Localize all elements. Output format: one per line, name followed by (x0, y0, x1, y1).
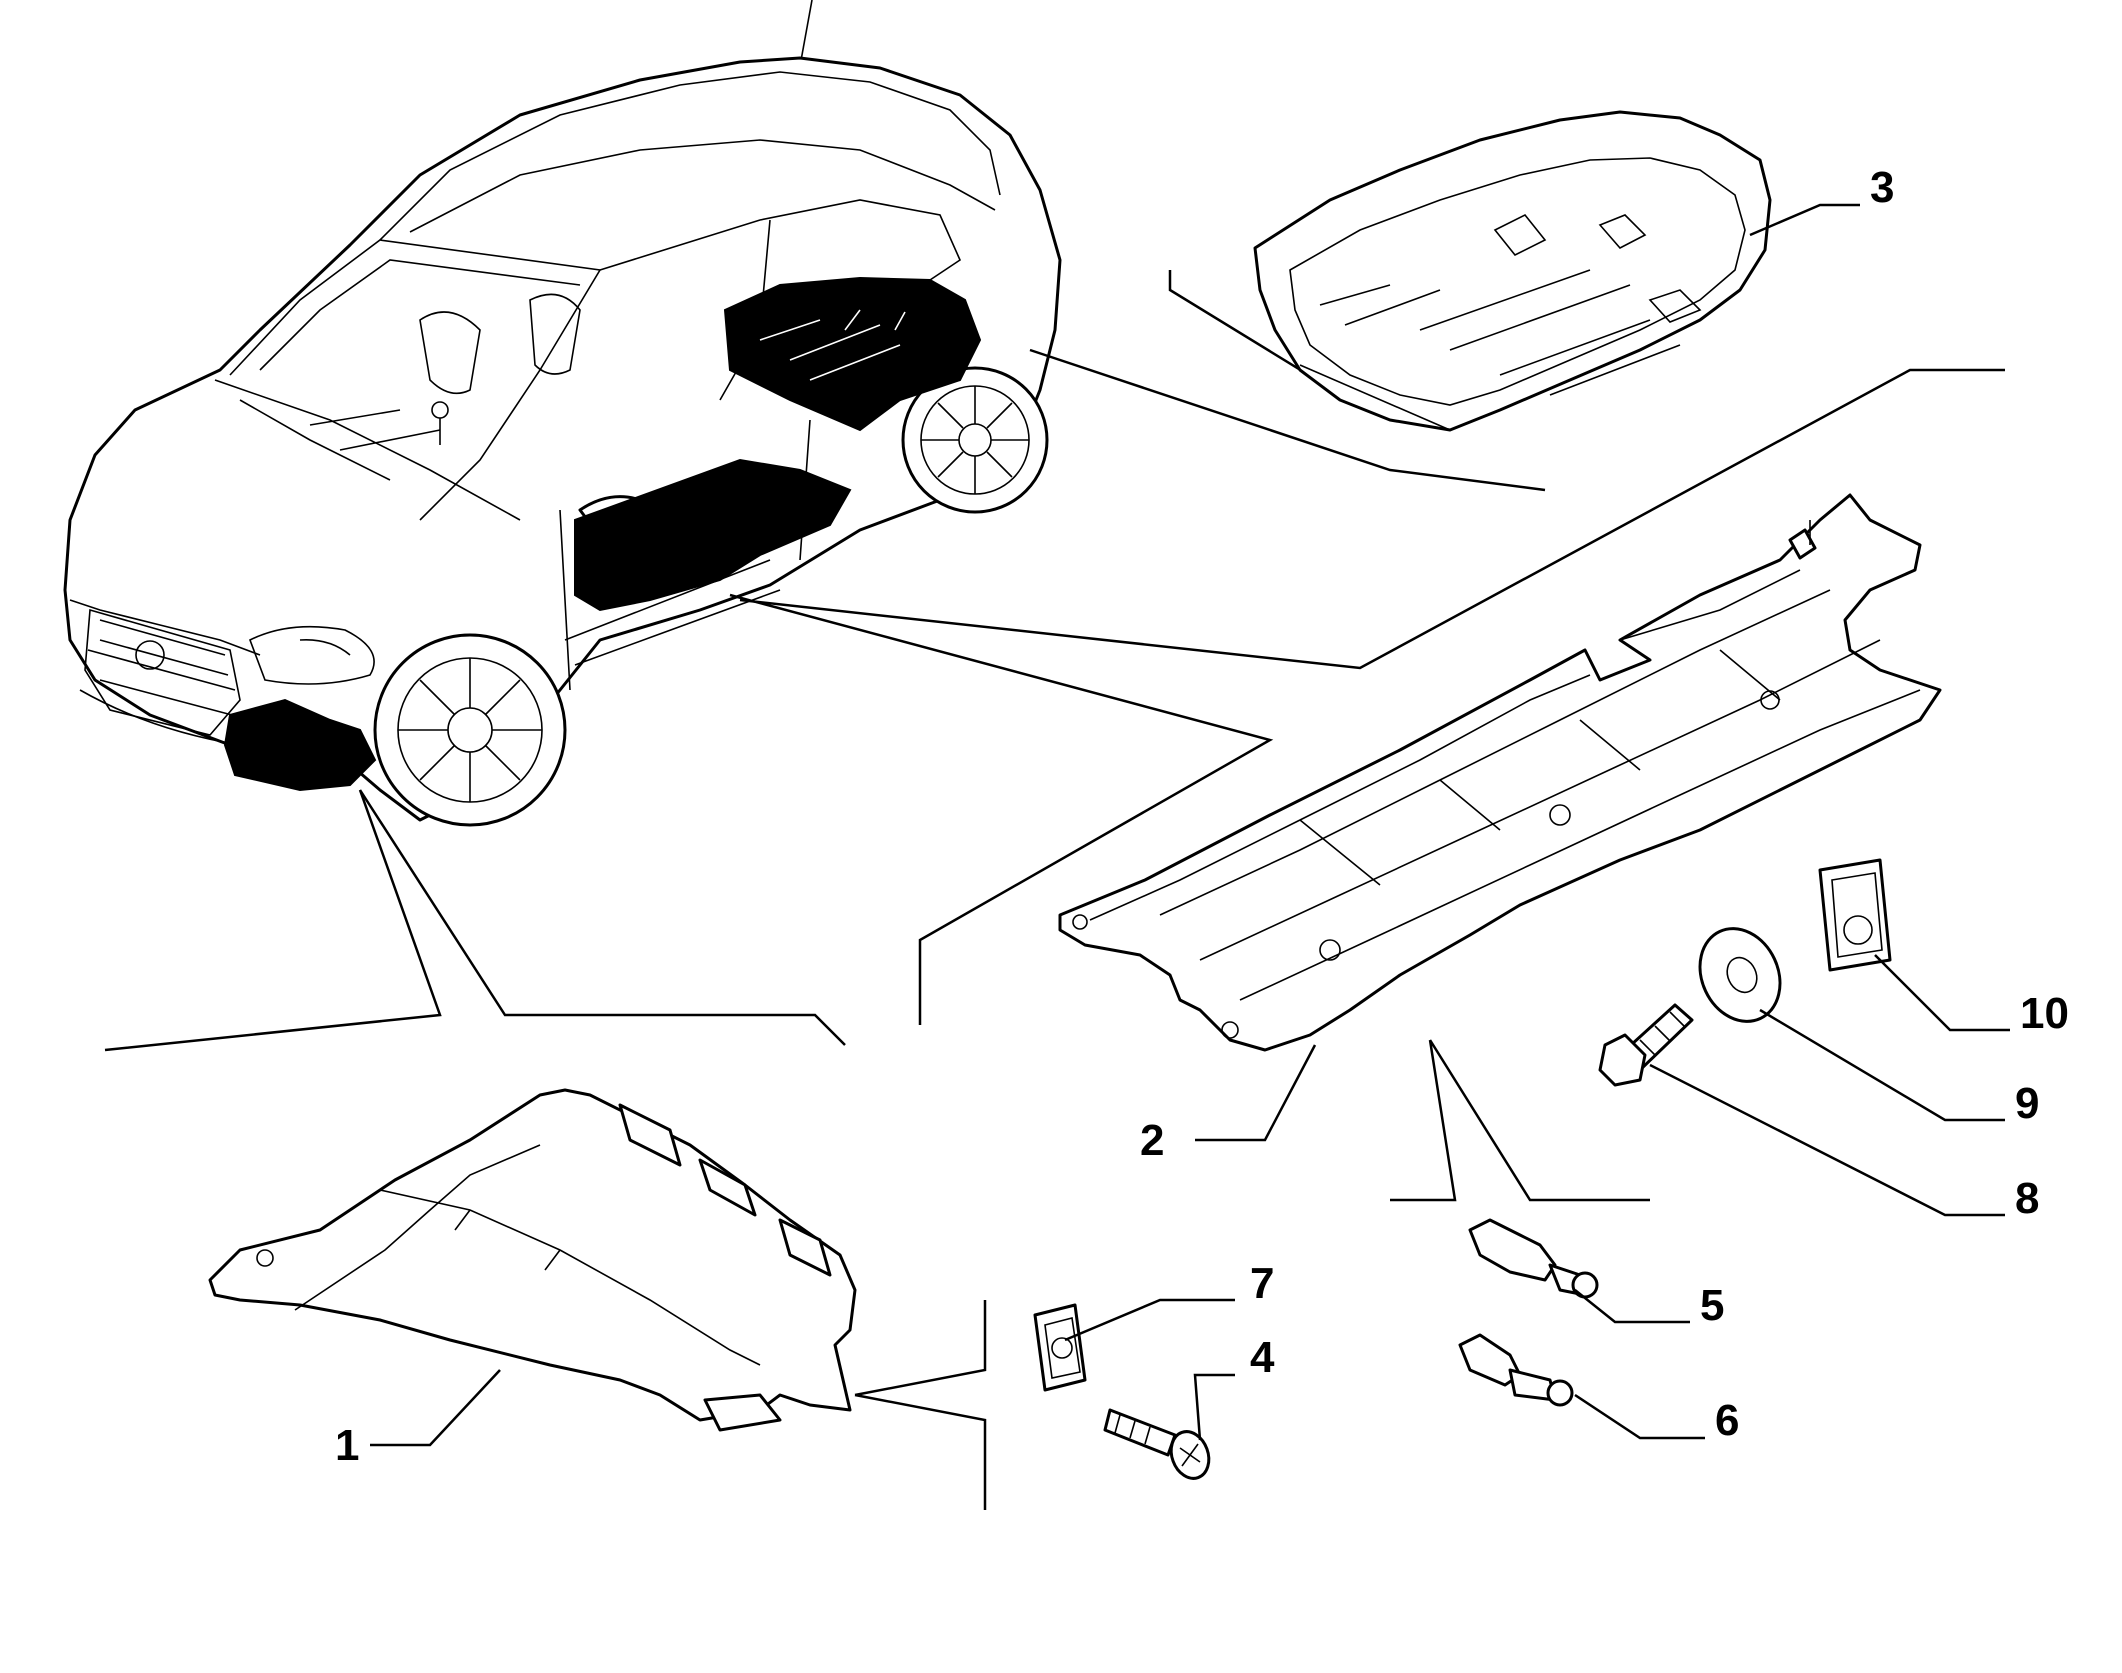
part-2-underbody-panel (1058, 493, 1942, 1052)
part-8-flange-bolt (1598, 1003, 1694, 1087)
callout-10: 10 (2020, 989, 2069, 1038)
part-3-trunk-tray (1253, 110, 1772, 432)
part-7-clip-nut (1033, 1303, 1087, 1392)
callout-9: 9 (2015, 1079, 2039, 1128)
part-10-clip-nut (1818, 858, 1892, 972)
callout-labels: 1 2 3 4 5 6 7 8 9 10 (335, 163, 2069, 1470)
callout-1: 1 (335, 1421, 359, 1470)
leader-lines (370, 203, 2010, 1447)
callout-7: 7 (1250, 1259, 1274, 1308)
part-1-front-shield (208, 1088, 987, 1510)
part-4-screw (1103, 1408, 1211, 1480)
part-6-push-rivet (1458, 1333, 1574, 1407)
callout-4: 4 (1250, 1333, 1275, 1382)
callout-5: 5 (1700, 1281, 1724, 1330)
part-9-washer (1698, 927, 1782, 1023)
car-illustration (63, 0, 2005, 1052)
callout-6: 6 (1715, 1396, 1739, 1445)
callout-2: 2 (1140, 1116, 1164, 1165)
callout-3: 3 (1870, 163, 1894, 212)
part-5-push-pin (1468, 1218, 1599, 1299)
callout-8: 8 (2015, 1174, 2039, 1223)
